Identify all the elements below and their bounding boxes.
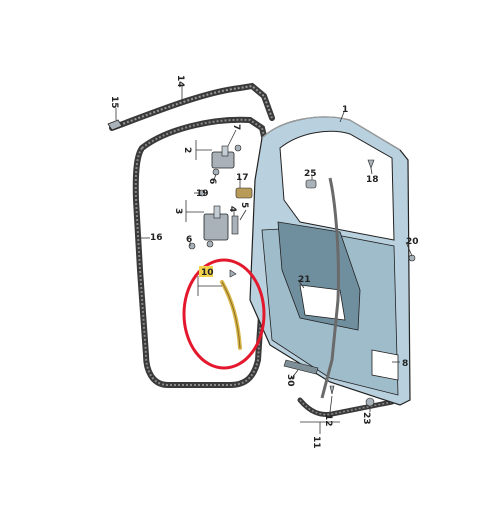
- clip-17: [367, 159, 375, 169]
- clip-part: [107, 119, 123, 131]
- callout-5: 5: [239, 202, 249, 208]
- bottom-seal: [297, 397, 395, 417]
- door-panel: [249, 116, 411, 406]
- check-strap-21: [235, 187, 253, 199]
- callout-14: 14: [175, 75, 185, 88]
- callout-23: 23: [361, 412, 371, 425]
- callout-2: 2: [182, 147, 192, 153]
- callout-30: 30: [285, 374, 295, 387]
- callout-labels: 14 15 1 7 2 6 17 25 18 19 3 5 4 16 6 20 …: [109, 75, 419, 449]
- door-frame-seal: [132, 116, 271, 388]
- clip-12: [329, 385, 335, 395]
- part-10-seal-strip: [220, 269, 242, 350]
- callout-21: 17: [236, 173, 249, 183]
- callout-4: 4: [227, 206, 237, 212]
- callout-10-highlight: [199, 266, 213, 277]
- pin-25: [305, 179, 317, 189]
- highlight-ring: [182, 258, 266, 370]
- strap-part-4-5: [231, 215, 239, 235]
- callout-6b: 6: [186, 235, 192, 245]
- cover-30: [283, 359, 319, 375]
- callout-7: 7: [231, 124, 241, 130]
- callout-8: 8: [402, 359, 408, 369]
- roof-seal-strip: [109, 82, 275, 131]
- leader-lines: [115, 86, 413, 434]
- callout-10: 10: [201, 268, 214, 278]
- hinge-lower: [188, 205, 229, 250]
- callout-25: 25: [304, 169, 317, 179]
- callout-17: 18: [366, 175, 379, 185]
- callout-15: 15: [109, 96, 119, 109]
- callout-19: 20: [406, 237, 419, 247]
- callout-18: 19: [196, 189, 209, 199]
- callout-16: 16: [150, 233, 163, 243]
- callout-6a: 6: [207, 178, 217, 184]
- callout-1: 1: [342, 105, 348, 115]
- callout-12: 12: [323, 414, 333, 427]
- callout-20: 21: [298, 275, 311, 285]
- bolt-23: [365, 397, 375, 407]
- callout-3: 3: [173, 208, 183, 214]
- callout-11: 11: [311, 436, 321, 449]
- hinge-upper: [211, 144, 242, 176]
